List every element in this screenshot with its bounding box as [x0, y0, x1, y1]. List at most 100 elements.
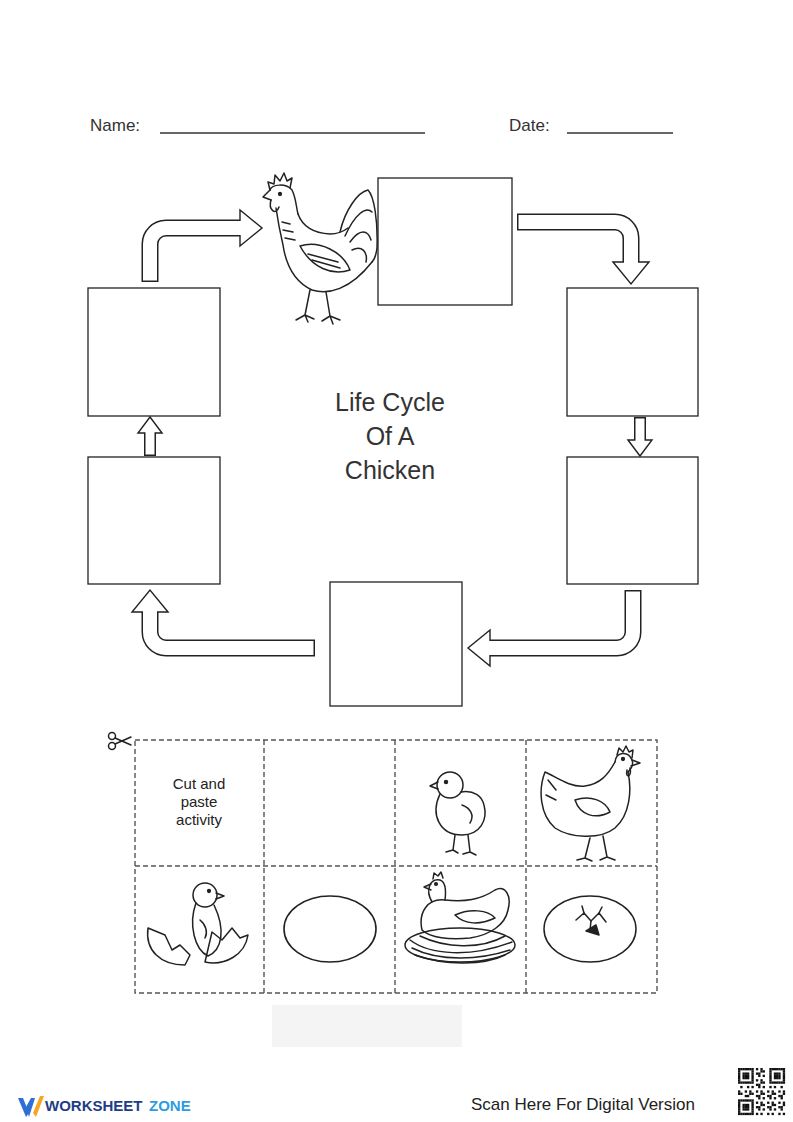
hen-illustration — [546, 780, 556, 800]
qr-module — [756, 1095, 758, 1097]
qr-module — [745, 1077, 747, 1079]
qr-module — [769, 1095, 771, 1097]
qr-module — [774, 1093, 776, 1095]
qr-module — [783, 1079, 785, 1081]
qr-module — [760, 1081, 762, 1083]
qr-module — [758, 1072, 760, 1074]
qr-module — [738, 1081, 740, 1083]
name-field-label: Name: — [90, 116, 140, 136]
qr-module — [781, 1068, 783, 1070]
qr-module — [751, 1079, 753, 1081]
nesting-hen-illustration — [455, 911, 495, 923]
qr-module — [772, 1081, 774, 1083]
nesting-hen-illustration — [429, 880, 446, 902]
empty-paste-box — [330, 582, 462, 706]
qr-module — [772, 1102, 774, 1104]
hen-illustration — [541, 762, 630, 836]
rooster-illustration — [345, 210, 372, 236]
hen-illustration — [577, 838, 592, 861]
qr-module — [760, 1090, 762, 1092]
logo-mark — [33, 1096, 44, 1117]
qr-module — [738, 1072, 740, 1074]
qr-module — [781, 1106, 783, 1108]
qr-module — [751, 1081, 753, 1083]
qr-module — [747, 1106, 749, 1108]
qr-module — [756, 1068, 758, 1070]
qr-module — [783, 1070, 785, 1072]
qr-module — [747, 1075, 749, 1077]
qr-module — [758, 1086, 760, 1088]
qr-module — [747, 1095, 749, 1097]
rooster-illustration — [270, 200, 279, 211]
logo-mark — [18, 1096, 44, 1117]
qr-module — [756, 1072, 758, 1074]
cycle-arrow — [132, 590, 168, 612]
qr-module — [783, 1090, 785, 1092]
nesting-hen-illustration — [410, 936, 512, 963]
qr-module — [747, 1077, 749, 1079]
qr-module — [769, 1077, 771, 1079]
qr-module — [747, 1099, 749, 1101]
qr-module — [751, 1111, 753, 1113]
cycle-arrow — [138, 417, 162, 456]
qr-module — [751, 1102, 753, 1104]
qr-module — [751, 1068, 753, 1070]
hen-illustration — [631, 760, 640, 766]
cut-grid — [135, 740, 657, 993]
qr-module — [749, 1068, 751, 1070]
chick-illustration — [436, 792, 485, 835]
qr-module — [774, 1108, 776, 1110]
qr-module — [760, 1068, 762, 1070]
qr-module — [738, 1111, 740, 1113]
qr-module — [747, 1081, 749, 1083]
qr-module — [745, 1081, 747, 1083]
qr-module — [781, 1095, 783, 1097]
rooster-illustration — [270, 185, 298, 214]
qr-module — [763, 1086, 765, 1088]
qr-module — [738, 1090, 740, 1092]
cycle-arrow — [146, 431, 155, 455]
nesting-hen-illustration — [421, 889, 509, 939]
qr-module — [749, 1093, 751, 1095]
qr-module — [760, 1104, 762, 1106]
empty-paste-box — [88, 178, 698, 706]
qr-module — [738, 1077, 740, 1079]
qr-module — [776, 1077, 778, 1079]
cycle-arrow — [517, 222, 649, 284]
cycle-arrow — [490, 590, 633, 648]
qr-module — [751, 1104, 753, 1106]
hatching-chick-illustration — [208, 890, 211, 893]
qr-module — [745, 1104, 747, 1106]
qr-module — [767, 1090, 769, 1092]
cycle-arrow — [150, 228, 243, 281]
qr-module — [742, 1081, 744, 1083]
qr-module — [760, 1079, 762, 1081]
qr-module — [742, 1068, 744, 1070]
qr-module — [772, 1093, 774, 1095]
scissors-symbol — [109, 733, 132, 750]
chick-illustration — [462, 805, 472, 823]
qr-module — [745, 1090, 747, 1092]
qr-module — [742, 1106, 744, 1108]
qr-module — [769, 1086, 771, 1088]
qr-module — [760, 1102, 762, 1104]
cycle-arrow — [150, 210, 262, 282]
rooster-illustration — [350, 232, 371, 242]
qr-module — [749, 1090, 751, 1092]
qr-module — [738, 1108, 740, 1110]
qr-module — [740, 1099, 742, 1101]
qr-module — [747, 1086, 749, 1088]
qr-module — [778, 1068, 780, 1070]
date-field-label: Date: — [509, 116, 550, 136]
qr-module — [781, 1081, 783, 1083]
qr-module — [769, 1068, 771, 1070]
qr-module — [781, 1108, 783, 1110]
qr-module — [778, 1081, 780, 1083]
instruction-cell-text: Cut and paste activity — [161, 775, 237, 829]
qr-module — [769, 1072, 771, 1074]
rooster-illustration — [322, 292, 340, 324]
qr-module — [778, 1102, 780, 1104]
qr-module — [751, 1093, 753, 1095]
qr-module — [769, 1075, 771, 1077]
